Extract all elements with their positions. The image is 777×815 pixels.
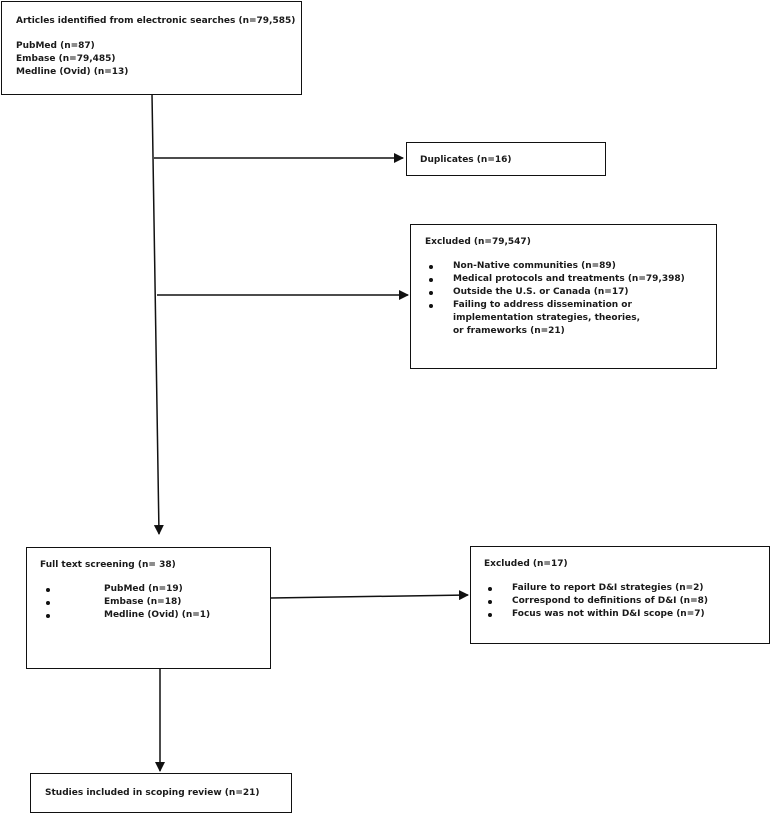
- reason-text: Outside the U.S. or Canada (n=17): [453, 287, 629, 297]
- source-text: PubMed (n=19): [104, 584, 183, 594]
- identified-sources-list: PubMed (n=87) Embase (n=79,485) Medline …: [16, 40, 301, 79]
- full-text-title: Full text screening (n= 38): [40, 560, 176, 570]
- bullet-icon: [429, 304, 433, 308]
- bullet-icon: [488, 613, 492, 617]
- list-item: Embase (n=18): [40, 596, 270, 609]
- excluded-second-reasons: Failure to report D&I strategies (n=2) C…: [484, 582, 769, 621]
- identified-title: Articles identified from electronic sear…: [16, 16, 296, 26]
- reason-text: Failing to address dissemination or impl…: [453, 300, 640, 336]
- list-item: Failure to report D&I strategies (n=2): [484, 582, 769, 595]
- excluded-first-reasons: Non-Native communities (n=89) Medical pr…: [425, 260, 708, 338]
- reason-text: Failure to report D&I strategies (n=2): [512, 583, 704, 593]
- list-item: Non-Native communities (n=89): [425, 260, 708, 273]
- included-title: Studies included in scoping review (n=21…: [45, 788, 260, 798]
- list-item: Medline (Ovid) (n=1): [40, 609, 270, 622]
- reason-text: Medical protocols and treatments (n=79,3…: [453, 274, 685, 284]
- list-item: Outside the U.S. or Canada (n=17): [425, 286, 708, 299]
- excluded-second-arrow: [270, 590, 469, 601]
- bullet-icon: [429, 265, 433, 269]
- excluded-second-box: Excluded (n=17) Failure to report D&I st…: [470, 546, 770, 644]
- source-text: Embase (n=18): [104, 597, 182, 607]
- excluded-first-box: Excluded (n=79,547) Non-Native communiti…: [410, 224, 717, 369]
- bullet-icon: [46, 614, 50, 618]
- bullet-icon: [46, 601, 50, 605]
- full-text-box: Full text screening (n= 38) PubMed (n=19…: [26, 547, 271, 669]
- list-item: Failing to address dissemination or impl…: [425, 299, 653, 338]
- list-item: Correspond to definitions of D&I (n=8): [484, 595, 769, 608]
- identified-box: Articles identified from electronic sear…: [1, 1, 302, 95]
- included-box: Studies included in scoping review (n=21…: [30, 773, 292, 813]
- reason-text: Non-Native communities (n=89): [453, 261, 616, 271]
- reason-text: Focus was not within D&I scope (n=7): [512, 609, 705, 619]
- excluded-first-title: Excluded (n=79,547): [425, 237, 531, 247]
- bullet-icon: [488, 600, 492, 604]
- reason-text: Correspond to definitions of D&I (n=8): [512, 596, 709, 606]
- excluded-second-title: Excluded (n=17): [484, 559, 568, 569]
- full-text-sources-list: PubMed (n=19) Embase (n=18) Medline (Ovi…: [40, 583, 270, 622]
- bullet-icon: [429, 278, 433, 282]
- list-item: PubMed (n=19): [40, 583, 270, 596]
- list-item: Focus was not within D&I scope (n=7): [484, 608, 769, 621]
- duplicates-box: Duplicates (n=16): [406, 142, 606, 176]
- list-item: Embase (n=79,485): [16, 54, 116, 64]
- list-item: PubMed (n=87): [16, 41, 95, 51]
- bullet-icon: [46, 588, 50, 592]
- trunk-line: [151, 93, 164, 535]
- bullet-icon: [488, 587, 492, 591]
- duplicates-title: Duplicates (n=16): [420, 155, 512, 165]
- source-text: Medline (Ovid) (n=1): [104, 610, 211, 620]
- list-item: Medical protocols and treatments (n=79,3…: [425, 273, 708, 286]
- bullet-icon: [429, 291, 433, 295]
- list-item: Medline (Ovid) (n=13): [16, 67, 129, 77]
